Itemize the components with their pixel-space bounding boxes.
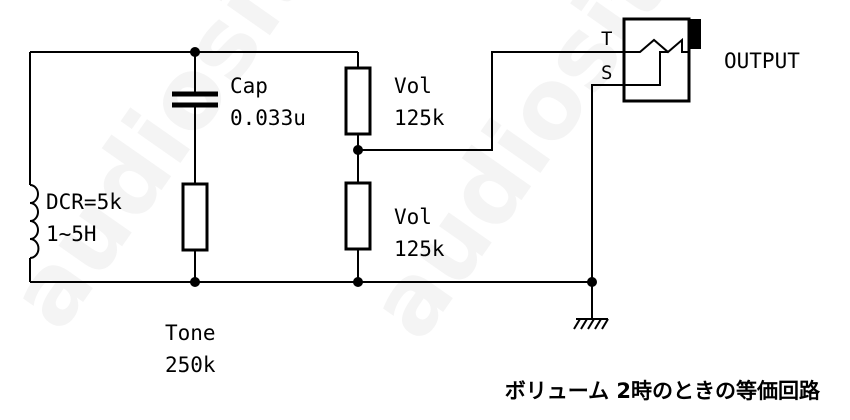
volume-top-name: Vol <box>394 74 432 98</box>
pickup-dcr: DCR=5k <box>46 190 122 214</box>
capacitor-value: 0.033u <box>230 106 306 130</box>
pickup-inductor-symbol <box>29 184 40 259</box>
output-jack-icon <box>622 17 701 103</box>
tone-resistor <box>181 182 209 252</box>
jack-tip-label: T <box>601 28 612 50</box>
jack-sleeve-label: S <box>601 62 612 84</box>
junction-dot <box>587 277 597 287</box>
sleeve-to-ground-wire <box>591 84 624 318</box>
junction-dot <box>353 277 363 287</box>
volume-top-value: 125k <box>394 106 445 130</box>
pickup-inductance: 1~5H <box>46 222 97 246</box>
junction-dot <box>190 277 200 287</box>
wiper-to-tip-wire <box>358 51 624 151</box>
junction-dot <box>190 47 200 57</box>
tone-value: 250k <box>165 353 216 377</box>
volume-resistor-top <box>344 66 372 136</box>
junction-dot <box>353 145 363 155</box>
capacitor-name: Cap <box>230 74 268 98</box>
ground-icon <box>573 318 609 330</box>
tone-name: Tone <box>165 321 216 345</box>
volume-resistor-bottom <box>344 181 372 251</box>
diagram-caption: ボリューム 2時のときの等価回路 <box>505 379 821 403</box>
volume-bottom-name: Vol <box>394 205 432 229</box>
volume-bottom-value: 125k <box>394 237 445 261</box>
output-label: OUTPUT <box>724 49 800 73</box>
junction-dots <box>190 47 597 287</box>
